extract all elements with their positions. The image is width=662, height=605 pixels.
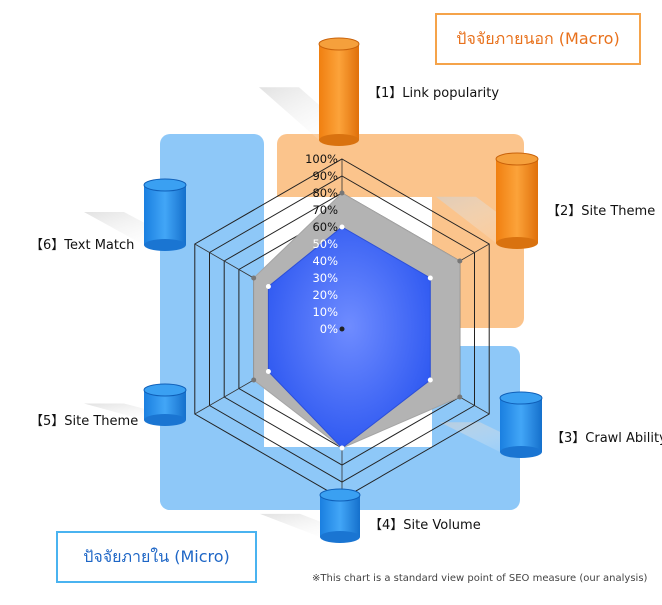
axis-label-5: 【5】Site Theme	[30, 414, 138, 429]
micro-label: ปัจจัยภายใน (Micro)	[83, 546, 230, 566]
macro-label: ปัจจัยภายนอก (Macro)	[456, 28, 620, 48]
bar-6-body	[144, 185, 186, 245]
center-dot	[339, 326, 345, 332]
series-1-point-2	[457, 258, 463, 264]
bar-2-cap	[495, 152, 539, 166]
tick-labels: 0% 10% 20% 30% 40% 50% 60% 70% 80% 90% 100%	[305, 152, 338, 336]
tick-label-50: 50%	[312, 237, 338, 251]
axis-label-2: 【2】Site Theme	[547, 204, 655, 219]
tick-label-70: 70%	[312, 203, 338, 217]
bar-4-body	[320, 495, 360, 537]
radar-series	[251, 190, 463, 451]
series-1-point-3	[457, 394, 463, 400]
tick-label-0: 0%	[320, 322, 338, 336]
macro-legend: ปัจจัยภายนอก (Macro)	[435, 13, 641, 65]
axis-label-4: 【4】Site Volume	[369, 518, 481, 533]
bar-1-base	[319, 134, 359, 146]
tick-label-10: 10%	[312, 305, 338, 319]
series-1-point-5	[251, 377, 257, 383]
tick-label-80: 80%	[312, 186, 338, 200]
bar-6-cap	[143, 178, 187, 192]
bar-3-body	[500, 398, 542, 452]
tick-label-90: 90%	[312, 169, 338, 183]
footnote: ※This chart is a standard view point of …	[312, 573, 648, 584]
axis-label-3: 【3】Crawl Ability	[551, 431, 662, 446]
bar-5-base	[144, 414, 186, 426]
series-2-point-4	[339, 445, 345, 451]
axis-labels: 【1】Link popularity 【2】Site Theme 【3】Crawl …	[30, 86, 662, 533]
cylinder-bars	[143, 37, 543, 543]
series-2-point-1	[339, 224, 345, 230]
series-2-point-5	[265, 369, 271, 374]
bar-1-cap	[318, 37, 360, 51]
bar-4-cap	[319, 488, 361, 502]
axis-label-6: 【6】Text Match	[30, 238, 134, 253]
bar-1-body	[319, 44, 359, 140]
series-2-point-6	[265, 284, 271, 289]
bar-3-cap	[499, 391, 543, 405]
micro-legend: ปัจจัยภายใน (Micro)	[56, 531, 257, 583]
bar-2-body	[496, 159, 538, 243]
bar-4-base	[320, 531, 360, 543]
bar-3-base	[500, 446, 542, 458]
bar-6-base	[144, 239, 186, 251]
bar-5-cap	[143, 383, 187, 397]
axis-label-1: 【1】Link popularity	[368, 86, 499, 101]
bar-2-base	[496, 237, 538, 249]
tick-label-30: 30%	[312, 271, 338, 285]
series-1-point-6	[251, 275, 257, 281]
tick-label-20: 20%	[312, 288, 338, 302]
series-1-point-1	[339, 190, 345, 196]
tick-label-100: 100%	[305, 152, 338, 166]
tick-label-40: 40%	[312, 254, 338, 268]
tick-label-60: 60%	[312, 220, 338, 234]
series-2-point-2	[427, 275, 433, 281]
series-2-point-3	[427, 377, 433, 383]
